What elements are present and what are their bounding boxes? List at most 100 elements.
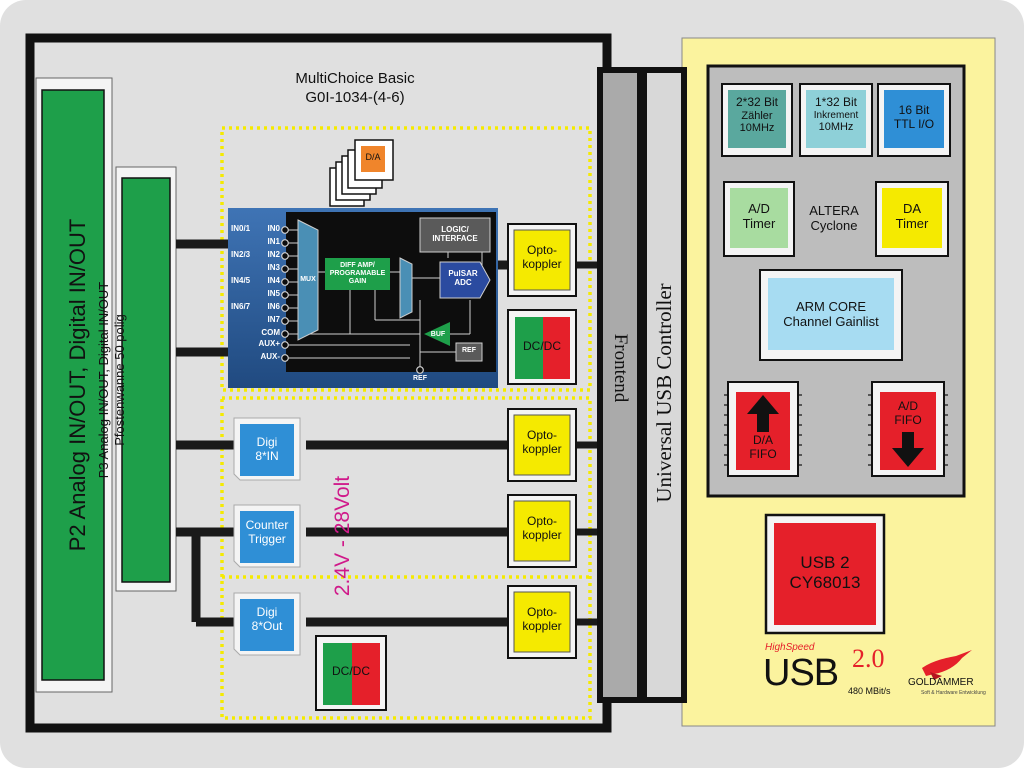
goldammer-logo-tail-icon [930, 672, 942, 680]
chip-pin-label: COM [261, 328, 280, 337]
chip-input-label: IN2/3 [231, 250, 251, 259]
ttl-io-label: 16 Bit TTL I/O [884, 103, 944, 132]
dcdc-label: DC/DC [332, 664, 370, 678]
ttl-line1: 16 Bit [898, 103, 930, 117]
da-fifo-line2: FIFO [749, 446, 777, 461]
altera-line1: ALTERA [809, 203, 859, 218]
title-line2: G0I-1034-(4-6) [305, 88, 405, 106]
optocoupler-label: Opto- koppler [514, 514, 570, 543]
digi-out-line1: Digi [256, 605, 278, 619]
ref-box-label: REF [462, 347, 476, 354]
p3-connector-green [121, 177, 171, 583]
optocoupler-line2: koppler [522, 256, 562, 271]
logic-line1: LOGIC/ [441, 225, 469, 234]
arrow-down-icon [892, 432, 924, 467]
chip-pin-label: IN1 [267, 237, 280, 246]
logic-interface-block [419, 217, 491, 253]
buf-block [424, 322, 450, 346]
p3-label-line1: P3 Analog IN/OUT, Digital IN/OUT [96, 281, 111, 479]
counter-32bit-line2: Zähler [741, 109, 773, 122]
da-fifo-label: D/A FIFO [736, 433, 790, 462]
mux-label: MUX [300, 276, 316, 283]
optocoupler-line1: Opto- [526, 605, 557, 619]
dcdc-label: DC/DC [523, 339, 561, 353]
mux-block [297, 219, 319, 341]
usb-chip-line2: CY68013 [789, 572, 861, 592]
dcdc-frames [315, 309, 577, 711]
chip-pin-label: IN5 [267, 289, 280, 298]
counter-32bit-line1: 2*32 Bit [735, 95, 779, 109]
buf-label: BUF [430, 331, 446, 338]
fpga-frames [721, 83, 951, 477]
usb-version: 2.0 [852, 644, 885, 673]
ref-bottom-label: REF [413, 375, 427, 382]
optocoupler-label: Opto- koppler [514, 605, 570, 634]
da-stack-label: D/A [365, 152, 381, 162]
brand-tagline: Soft & Hardware Entwicklung [921, 690, 986, 696]
highspeed-label: HighSpeed [765, 642, 815, 653]
usb-highspeed-logo: HighSpeed USB 2.0 480 MBit/s [760, 642, 910, 702]
digi-in-line1: Digi [256, 435, 278, 449]
usb-controller-label: Universal USB Controller [652, 283, 676, 503]
increment-line2: Inkrement [813, 109, 859, 121]
logic-interface-label: LOGIC/ INTERFACE [420, 225, 490, 243]
optocoupler-line1: Opto- [526, 514, 557, 528]
chip-input-label: IN0/1 [231, 224, 251, 233]
digi-out-label: Digi 8*Out [240, 605, 294, 634]
da-timer-label: DA Timer [882, 201, 942, 232]
optocoupler-line1: Opto- [526, 428, 557, 442]
increment-line1: 1*32 Bit [814, 95, 858, 109]
optocoupler-line2: koppler [522, 618, 562, 633]
goldammer-logo-icon [922, 650, 972, 676]
usb-logo-text: USB [763, 652, 839, 694]
ad-timer-line2: Timer [742, 215, 776, 231]
increment-32bit-label: 1*32 Bit Inkrement 10MHz [806, 95, 866, 134]
da-chip-stack [329, 139, 394, 207]
counter-32bit-line3: 10MHz [739, 122, 775, 135]
optocoupler-line2: koppler [522, 527, 562, 542]
arrow-up-icon [747, 395, 779, 432]
chip-pin-label: IN2 [267, 250, 280, 259]
diff-amp-block [325, 258, 390, 290]
brand-name: GOLDAMMER [908, 677, 974, 688]
chip-pin-circles [281, 226, 424, 374]
io-block-frames [233, 417, 301, 656]
chip-pin-label: IN0 [267, 224, 280, 233]
analog-region [220, 126, 592, 392]
optocoupler-label: Opto- koppler [514, 428, 570, 457]
chip-pin-label: IN4 [267, 276, 280, 285]
arm-core-line1: ARM CORE [795, 299, 867, 314]
da-timer-line1: DA [902, 201, 922, 216]
da-fifo-line1: D/A [752, 433, 773, 447]
ttl-line2: TTL I/O [893, 116, 935, 131]
wires [176, 239, 508, 627]
usb-speed: 480 MBit/s [848, 686, 891, 696]
frontend-label: Frontend [610, 333, 631, 403]
chip-pin-label: IN7 [267, 315, 280, 324]
p3-label-line2: Pfostenwanne 50 polig [111, 314, 127, 446]
frontend-bar [597, 67, 643, 703]
chip-pin-label: IN6 [267, 302, 280, 311]
diagram-title: MultiChoice Basic G0I-1034-(4-6) [240, 70, 470, 108]
digi-in-line2: 8*IN [255, 448, 279, 463]
chip-input-label: IN6/7 [231, 302, 251, 311]
pulsar-adc-block [439, 261, 491, 299]
pga-block [399, 257, 413, 319]
adc-line1: PulSAR [448, 269, 478, 278]
chip-pin-label: AUX+ [258, 339, 280, 348]
adc-line2: ADC [454, 278, 472, 288]
chip-pin-label: IN3 [267, 263, 280, 272]
digital-region [220, 396, 592, 720]
p3-label: P3 Analog IN/OUT, Digital IN/OUT Pfosten… [96, 204, 136, 556]
diff-amp-label: DIFF AMP/ PROGRAMABLE GAIN [325, 262, 390, 286]
usb-controller-bar [641, 67, 687, 703]
title-line1: MultiChoice Basic [295, 70, 415, 87]
altera-label: ALTERA Cyclone [798, 203, 870, 234]
chip-input-label: IN4/5 [231, 276, 251, 285]
logic-line2: INTERFACE [432, 234, 478, 244]
diff-amp-line3: GAIN [348, 278, 367, 286]
diff-amp-line2: PROGRAMABLE [329, 270, 386, 278]
optocoupler-label: Opto- koppler [514, 243, 570, 272]
